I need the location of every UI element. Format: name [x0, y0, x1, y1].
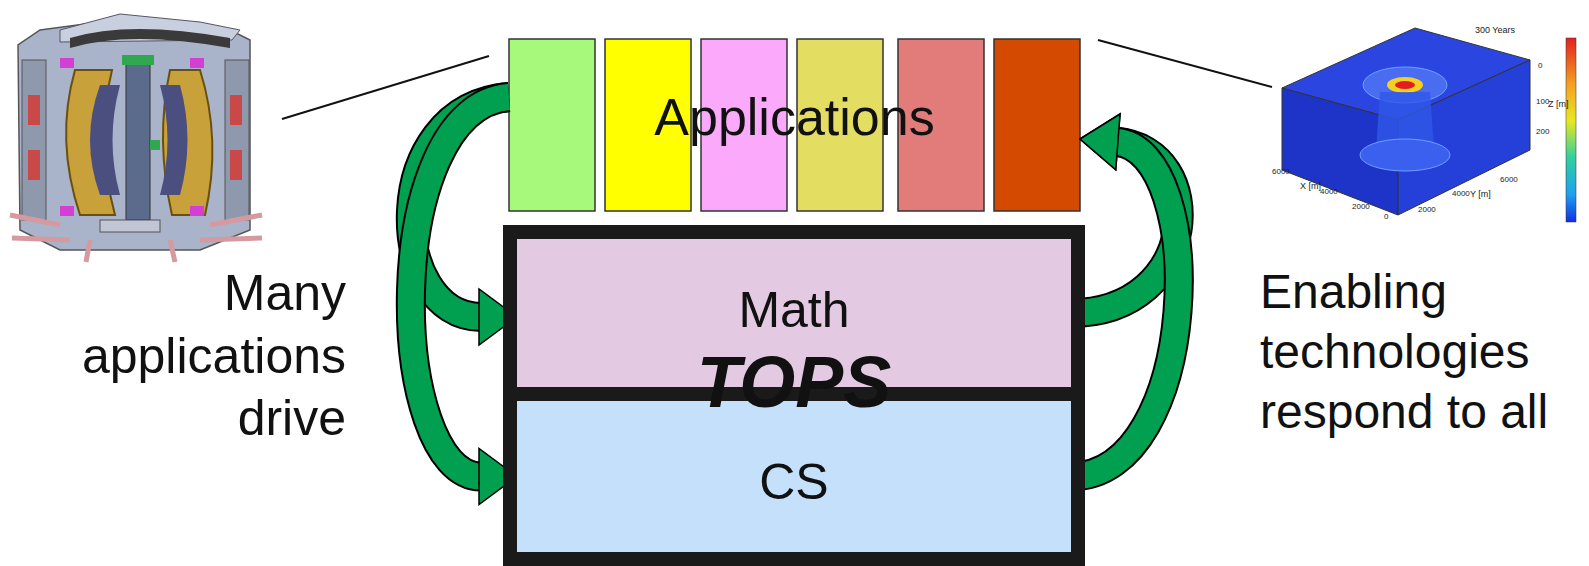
axis-tick: 0 [1384, 213, 1414, 222]
arrow-body [1071, 142, 1179, 477]
axis-tick: 2000 [1352, 203, 1382, 212]
axis-tick: 6000 [1272, 168, 1302, 177]
tokamak-illustration [10, 14, 262, 262]
axis-title: Y [m] [1470, 190, 1500, 200]
axis-tick: 2000 [1418, 206, 1448, 215]
arrow-outline [1071, 142, 1179, 477]
axis-title: Z [m] [1548, 100, 1578, 110]
plot-title: 300 Years [1475, 26, 1535, 36]
flow-arrow [411, 97, 517, 505]
application-band: Applications [509, 39, 1080, 211]
node-label: Applications [509, 89, 1080, 146]
plume-plot [1282, 28, 1576, 222]
node-label: Math [517, 283, 1071, 338]
axis-tick: 100 [1536, 98, 1566, 107]
node-label: CS [517, 455, 1071, 510]
tops-title: TOPS [503, 343, 1085, 422]
flow-arrow [1071, 114, 1179, 477]
side-note: Many applications drive [40, 262, 346, 450]
tops-box: MathCS TOPS [503, 225, 1085, 566]
arrow-body [411, 97, 509, 477]
cs-box: CS [517, 401, 1071, 552]
axis-tick: 200 [1536, 128, 1566, 137]
axis-tick: 6000 [1500, 176, 1530, 185]
arrow-head [1080, 114, 1120, 170]
axis-tick: 4000 [1320, 188, 1350, 197]
axis-tick: 0 [1538, 62, 1568, 71]
side-note: Enabling technologies respond to all [1260, 262, 1584, 442]
arrow-outline [411, 97, 509, 477]
axis-tick: 4000 [1452, 190, 1482, 199]
application-bars [509, 39, 1080, 211]
arrow-head [1080, 114, 1120, 170]
leader-line [1098, 40, 1272, 87]
